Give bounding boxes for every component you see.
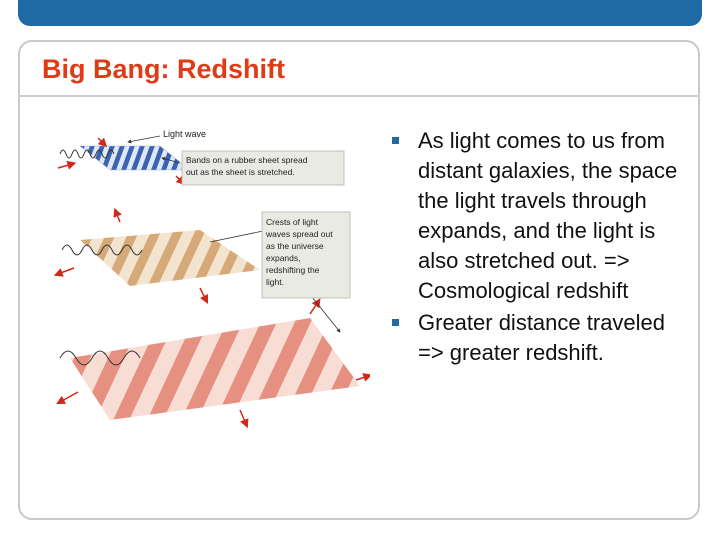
bullet-list: As light comes to us from distant galaxi… <box>392 126 682 370</box>
bullet-item: As light comes to us from distant galaxi… <box>392 126 682 306</box>
sheet-blue <box>57 137 215 186</box>
bullet-text: Greater distance traveled => greater red… <box>418 310 666 365</box>
crests-callout: Crests of light waves spread out as the … <box>261 211 351 299</box>
bullet-square-icon <box>392 137 399 144</box>
bullet-item: Greater distance traveled => greater red… <box>392 308 682 368</box>
slide-title: Big Bang: Redshift <box>42 54 285 84</box>
sheet-tan <box>53 207 283 305</box>
bands-callout-line: out as the sheet is stretched. <box>186 167 295 177</box>
slide-frame <box>18 40 700 520</box>
light-wave-label: Light wave <box>163 129 206 139</box>
crests-callout-line: expands, <box>266 253 301 263</box>
bullet-square-icon <box>392 319 399 326</box>
sheet-pink <box>56 298 370 429</box>
bands-callout: Bands on a rubber sheet spread out as th… <box>181 150 345 186</box>
crests-callout-line: as the universe <box>266 241 324 251</box>
crests-callout-line: light. <box>266 277 284 287</box>
bullet-text: As light comes to us from distant galaxi… <box>418 128 678 303</box>
crests-callout-line: redshifting the <box>266 265 320 275</box>
redshift-illustration: Light wave Bands on a rubber sheet sprea… <box>53 129 370 429</box>
bands-callout-line: Bands on a rubber sheet spread <box>186 155 308 165</box>
title-divider <box>20 95 700 97</box>
header-bar <box>18 0 702 26</box>
crests-callout-line: Crests of light <box>266 217 319 227</box>
crests-callout-line: waves spread out <box>265 229 333 239</box>
